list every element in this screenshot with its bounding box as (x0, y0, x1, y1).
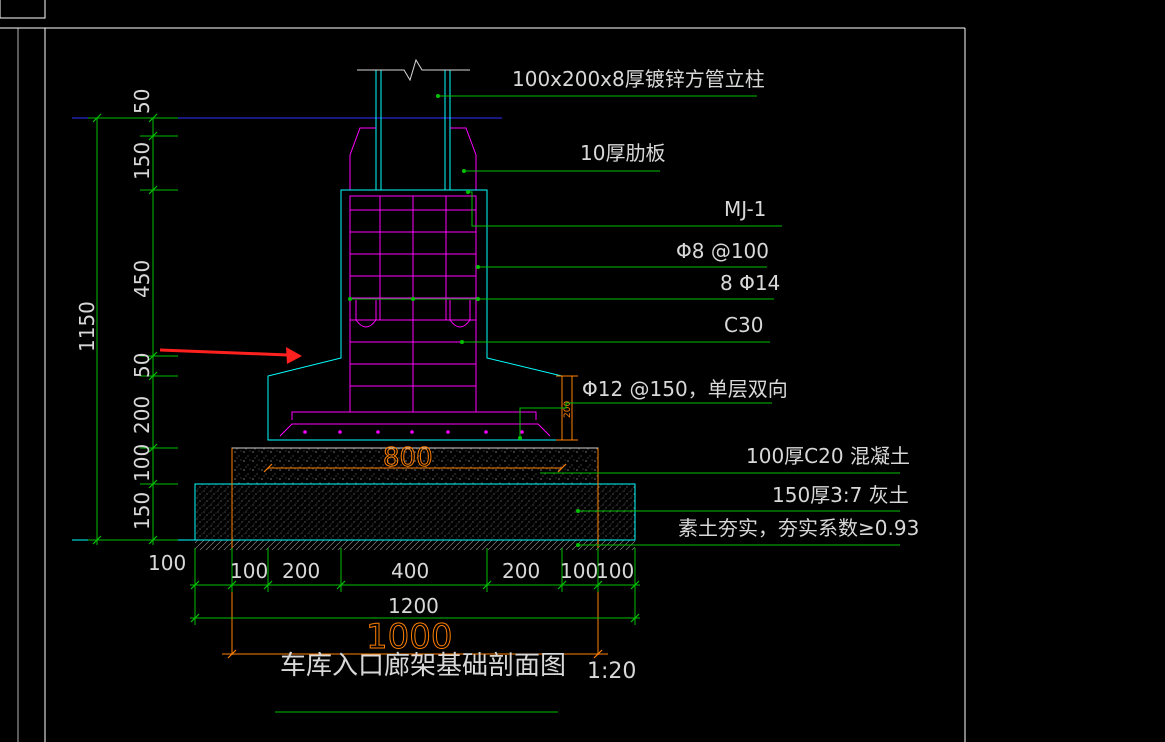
dim-small-200: 200 (563, 401, 573, 418)
dim-width-800: 800 (383, 443, 433, 473)
pier-outline (267, 189, 563, 441)
rebar-cage (279, 195, 551, 437)
dim-h-100-right: 100 (560, 559, 598, 583)
label-concrete-grade: C30 (724, 313, 763, 337)
label-embed: MJ-1 (724, 197, 766, 221)
label-longitudinal: 8 Φ14 (720, 271, 780, 295)
label-cushion: 100厚C20 混凝土 (746, 444, 910, 468)
dim-h-200-left: 200 (282, 559, 320, 583)
dim-v-200: 200 (130, 396, 154, 434)
label-subgrade: 素土夯实，夯实系数≥0.93 (678, 516, 919, 540)
label-column: 100x200x8厚镀锌方管立柱 (512, 67, 765, 91)
dim-h-400: 400 (391, 559, 429, 583)
label-lime-soil: 150厚3:7 灰土 (772, 483, 909, 507)
leader-dots (348, 94, 580, 547)
label-rib-plate: 10厚肋板 (580, 141, 665, 165)
red-arrow-icon (159, 347, 302, 364)
dim-h-200-right: 200 (502, 559, 540, 583)
dim-h-100-left: 100 (230, 559, 268, 583)
dim-v-150: 150 (130, 142, 154, 180)
drawing-title: 车库入口廊架基础剖面图 (280, 651, 566, 681)
dim-v-450: 450 (130, 260, 154, 298)
label-stirrup: Φ8 @100 (676, 239, 769, 263)
orange-dim-ticks (227, 463, 603, 659)
vertical-dim-ticks (92, 113, 158, 545)
rib-plates (349, 127, 477, 190)
leader-lines (350, 95, 900, 546)
dim-h-offset-100: 100 (148, 551, 186, 575)
lime-soil-layer (194, 483, 636, 541)
steel-column (357, 58, 470, 190)
dim-v-100: 100 (130, 444, 154, 482)
dim-v-150-bottom: 150 (130, 492, 154, 530)
dim-total-1000: 1000 (366, 617, 453, 657)
dim-v-50-mid: 50 (130, 353, 154, 378)
dim-v-50-top: 50 (130, 89, 154, 114)
dim-h-total-1200: 1200 (388, 594, 439, 618)
horizontal-dim-ticks (190, 580, 640, 623)
bottom-rebar-dots (303, 430, 524, 434)
label-bottom-rebar: Φ12 @150，单层双向 (582, 377, 788, 401)
dim-h-100-far-right: 100 (596, 559, 634, 583)
drawing-frame (0, 0, 966, 742)
dim-total-height: 1150 (75, 301, 99, 352)
drawing-scale: 1:20 (587, 659, 636, 684)
subgrade-hatch (195, 540, 635, 550)
